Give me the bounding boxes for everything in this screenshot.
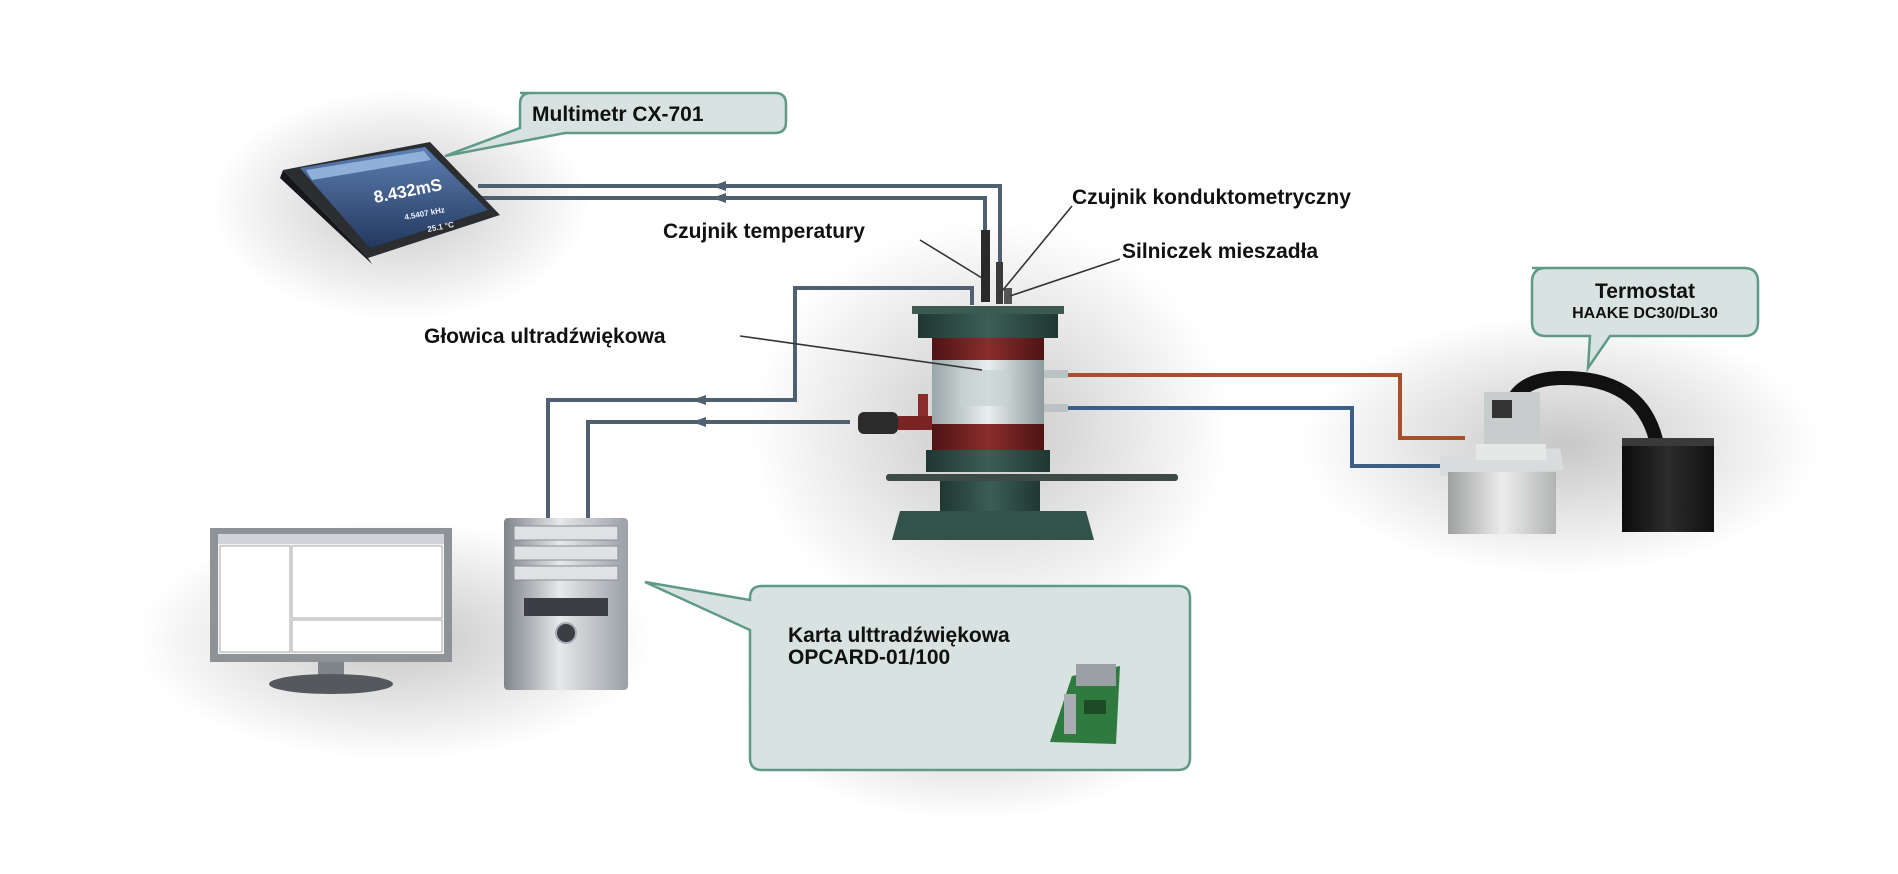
arrow-icon bbox=[712, 181, 726, 191]
conductivity-sensor-rod bbox=[996, 262, 1003, 304]
hose-hot bbox=[1065, 373, 1465, 440]
stirrer-motor bbox=[1004, 288, 1012, 304]
label-ultrasonic-head: Głowica ultradźwiękowa bbox=[424, 325, 666, 348]
ultrasonic-transducer bbox=[858, 412, 898, 434]
hose-cold bbox=[1065, 406, 1440, 468]
leader-stirrer bbox=[1009, 258, 1121, 297]
callout-thermostat-title: Termostat bbox=[1595, 280, 1695, 303]
leader-head bbox=[739, 335, 983, 371]
cable-computer-ultrasonic bbox=[586, 420, 850, 520]
label-temperature-sensor: Czujnik temperatury bbox=[663, 220, 865, 243]
callout-multimeter-label: Multimetr CX-701 bbox=[532, 103, 704, 126]
cable-arrows bbox=[692, 181, 726, 427]
computer-monitor bbox=[210, 528, 452, 694]
label-stirrer-motor: Silniczek mieszadła bbox=[1122, 240, 1318, 263]
callout-thermostat-model: HAAKE DC30/DL30 bbox=[1572, 305, 1718, 322]
ultrasonic-vessel bbox=[858, 230, 1178, 540]
multimeter-device: 8.432mS 4.5407 kHz 25.1 °C bbox=[280, 142, 500, 264]
computer-tower bbox=[504, 518, 628, 690]
arrow-icon bbox=[692, 417, 706, 427]
callout-card-model: OPCARD-01/100 bbox=[788, 646, 950, 669]
arrow-icon bbox=[692, 395, 706, 405]
callout-multimeter: Multimetr CX-701 bbox=[444, 91, 788, 158]
arrow-icon bbox=[712, 193, 726, 203]
power-button-icon bbox=[555, 622, 577, 644]
shadow-thermostat bbox=[1300, 315, 1820, 575]
label-conductivity-sensor: Czujnik konduktometryczny bbox=[1072, 186, 1351, 209]
pcie-card-image bbox=[1050, 664, 1120, 744]
leader-temperature bbox=[919, 239, 983, 279]
callout-card-title: Karta ulttradźwiękowa bbox=[788, 624, 1010, 647]
callout-thermostat: Termostat HAAKE DC30/DL30 bbox=[1530, 266, 1760, 373]
cable-multimeter-conductivity bbox=[478, 184, 1002, 262]
leader-conductivity bbox=[997, 205, 1073, 297]
temperature-sensor-rod bbox=[981, 230, 990, 302]
label-leaders bbox=[739, 205, 1121, 371]
thermostat-cooler bbox=[1622, 438, 1714, 532]
callout-ultrasonic-card: Karta ulttradźwiękowa OPCARD-01/100 bbox=[644, 580, 1192, 772]
thermostat-device bbox=[1440, 370, 1714, 534]
